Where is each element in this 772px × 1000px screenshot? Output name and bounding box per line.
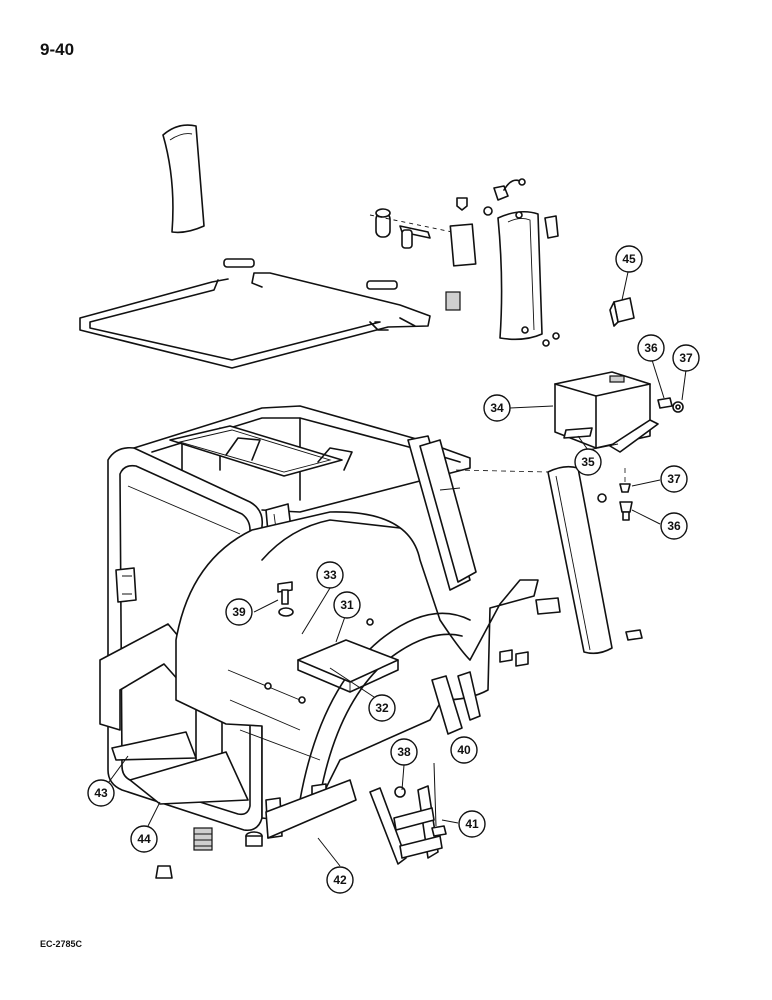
callout-39: 40	[450, 736, 478, 764]
callout-label: 33	[323, 568, 337, 582]
leader-lines	[105, 271, 687, 867]
box-fasteners	[619, 397, 684, 521]
callout-37-lower: 37	[660, 465, 688, 493]
figure-code: EC-2785C	[40, 939, 83, 949]
callout-label: 37	[667, 472, 681, 486]
callout-37-upper: 37	[672, 344, 700, 372]
callout-41: 39	[225, 598, 253, 626]
callout-44: 44	[130, 825, 158, 853]
callout-label: 37	[679, 351, 693, 365]
callout-45: 45	[615, 245, 643, 273]
rear-pillar-lower	[455, 465, 643, 655]
callout-label: 36	[644, 341, 658, 355]
callout-label: 45	[622, 252, 636, 266]
callout-label: 43	[94, 786, 108, 800]
floor-panels	[111, 731, 357, 839]
step-assembly	[369, 785, 447, 865]
cab-frame	[99, 405, 561, 839]
bracket-45	[609, 297, 635, 327]
callout-label: 42	[333, 873, 347, 887]
upper-hardware	[369, 178, 526, 311]
callout-31: 31	[333, 591, 361, 619]
callout-36-upper: 36	[637, 334, 665, 362]
tool-box	[554, 371, 659, 453]
callout-label: 36	[667, 519, 681, 533]
callout-label: 38	[397, 745, 411, 759]
callout-label: 34	[490, 401, 504, 415]
loose-parts	[155, 827, 263, 879]
roof-seal-frame	[79, 272, 431, 369]
callout-label: 41	[465, 817, 479, 831]
callout-36-lower: 36	[660, 512, 688, 540]
callout-label: 44	[137, 832, 151, 846]
callout-label: 31	[340, 598, 354, 612]
pillar-trim-upper	[162, 124, 205, 234]
callout-label: 40	[457, 743, 471, 757]
callout-42: 42	[326, 866, 354, 894]
callout-label: 39	[232, 605, 246, 619]
rear-pillar-upper	[497, 210, 560, 347]
filler-strips	[223, 258, 398, 290]
callout-label: 32	[375, 701, 389, 715]
callout-34: 34	[483, 394, 511, 422]
callout-43: 43	[87, 779, 115, 807]
callout-35: 35	[574, 448, 602, 476]
callout-40: 38	[390, 738, 418, 766]
page-number: 9-40	[40, 40, 75, 59]
callout-33: 33	[316, 561, 344, 589]
callout-38: 41	[458, 810, 486, 838]
callout-32: 32	[368, 694, 396, 722]
callout-label: 35	[581, 455, 595, 469]
